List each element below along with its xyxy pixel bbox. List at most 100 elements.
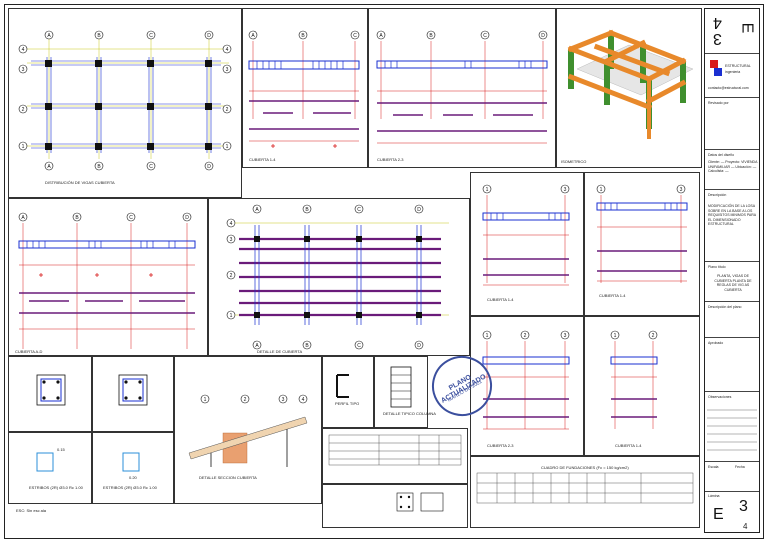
sheet-number-cell: Lámina E 3 4 [705,491,759,534]
logo-text: ESTRUCTURAL [725,64,751,68]
axis-label-2: 2 [22,107,25,113]
svg-text:1: 1 [614,333,617,339]
plan-title: DISTRIBUCIÓN DE VIGAS CUBIERTA [45,180,115,185]
panel-stirrup-2: 0.20 ESTRIBOS (2R) Ø3.0 Rc 1.00 [92,432,174,504]
observations-cell: Observaciones [705,391,759,461]
svg-text:B: B [301,33,305,39]
panel-footing-detail [322,484,468,528]
svg-text:C: C [129,215,133,221]
footing-table-title: CUADRO DE FUNDACIONES (Fc = 150 kg/cm2) [541,465,629,470]
observations-label: Observaciones [708,395,732,399]
section-title: CUBIERTA A-D [15,349,43,354]
project-lines: Cliente: — Proyecto: VIVIENDA UNIFAMILIA… [708,160,758,173]
panel-footing-table: CUADRO DE FUNDACIONES (Fc = 150 kg/cm2) [470,456,700,528]
stirrup-label: ESTRIBOS (2R) Ø3.0 Rc 1.00 [103,485,157,490]
approved-cell: Aprobado [705,337,759,391]
svg-text:3: 3 [680,187,683,193]
purlin-drawing [336,374,349,398]
panel-roof-section-detail: 1 2 3 4 DETALLE SECCION CUBIERTA [174,356,322,504]
plan2-title: DETALLE DE CUBIERTA [257,349,303,354]
svg-text:B: B [429,33,433,39]
panel-column-detail: DETALLE TIPICO COLUMNA [374,356,436,428]
svg-text:1: 1 [230,313,233,319]
scale-label: Escala [708,465,719,469]
description-cell: Descripción MODIFICACIÓN DE LA LOSA SOBR… [705,189,759,261]
project-cell: Datos del diseño Cliente: — Proyecto: VI… [705,149,759,189]
svg-text:A: A [255,207,259,213]
svg-text:1: 1 [486,333,489,339]
revised-label: Revisado por [708,101,729,105]
project-label: Datos del diseño [708,153,735,157]
stirrup-label: ESTRIBOS (2R) Ø3.0 Rc 1.00 [29,485,83,490]
footing-drawing [396,492,444,512]
axis-label-1: 1 [22,144,25,150]
footer-note: ESC: Sin esc ala [16,508,47,513]
panel-isometric: ISOMETRICO [556,8,702,168]
drawing-title: PLANTA, VIGAS DE CUBIERTA PLANTA DE REGL… [714,274,752,292]
svg-text:2: 2 [652,333,655,339]
description-label: Descripción [708,193,727,197]
panel-purlin: PERFIL TIPO [322,356,374,428]
axis-label-b: B [97,164,101,170]
section-title: CUBIERTA 1-4 [249,157,276,162]
svg-text:4: 4 [230,221,233,227]
purlin-title: PERFIL TIPO [335,401,360,406]
drawing-label: Plano título [708,265,726,269]
logo-sub: ingenieria [725,70,741,74]
svg-text:A: A [251,33,255,39]
svg-text:4: 4 [302,397,305,403]
column-detail-drawing [390,366,412,408]
roof-section-drawing: 1 2 3 4 [188,394,308,467]
email-text: contacto@estructural.com [708,86,749,90]
isometric-drawing [567,29,694,139]
rotated-revision: 3 [713,30,722,47]
svg-text:B: B [305,207,309,213]
stirrup-drawing [36,452,54,472]
column-section-drawing [118,374,148,406]
svg-text:2: 2 [244,397,247,403]
svg-text:A: A [255,343,259,349]
drawing-description-label: Descripción del plano [708,305,742,309]
description-text: MODIFICACIÓN DE LA LOSA SOBRE EN LA BASE… [708,204,756,226]
title-block: 4 3 E ESTRUCTURAL ingenieria contacto@es… [704,8,760,533]
scale-date-cell: Escala Fecha [705,461,759,491]
drawing-description-cell: Descripción del plano [705,301,759,337]
svg-text:3: 3 [282,397,285,403]
panel-column-section-1 [8,356,92,432]
svg-text:1: 1 [600,187,603,193]
svg-text:1: 1 [204,397,207,403]
revision-letter: E [713,506,724,523]
panel-stirrup-1: 0.15 ESTRIBOS (2R) Ø3.0 Rc 1.00 [8,432,92,504]
panel-loads-table [322,428,468,484]
panel-column-section-2 [92,356,174,432]
axis-label-b: B [97,33,101,39]
axis-label-4: 4 [22,47,25,53]
svg-text:D: D [417,207,421,213]
axis-label-2: 2 [226,107,229,113]
stirrup-dim: 0.15 [57,447,65,452]
svg-text:C: C [357,343,361,349]
axis-label-c: C [149,164,153,170]
svg-text:3: 3 [230,237,233,243]
roof-detail-title: DETALLE SECCION CUBIERTA [199,475,257,480]
axis-label-d: D [207,164,211,170]
drawing-title-cell: Plano título PLANTA, VIGAS DE CUBIERTA P… [705,261,759,301]
axis-label-3: 3 [226,67,229,73]
isometric-title: ISOMETRICO [561,159,587,164]
section-title: CUBIERTA 1-4 [615,443,642,448]
section-title: CUBIERTA 2-3 [377,157,404,162]
svg-text:B: B [305,343,309,349]
